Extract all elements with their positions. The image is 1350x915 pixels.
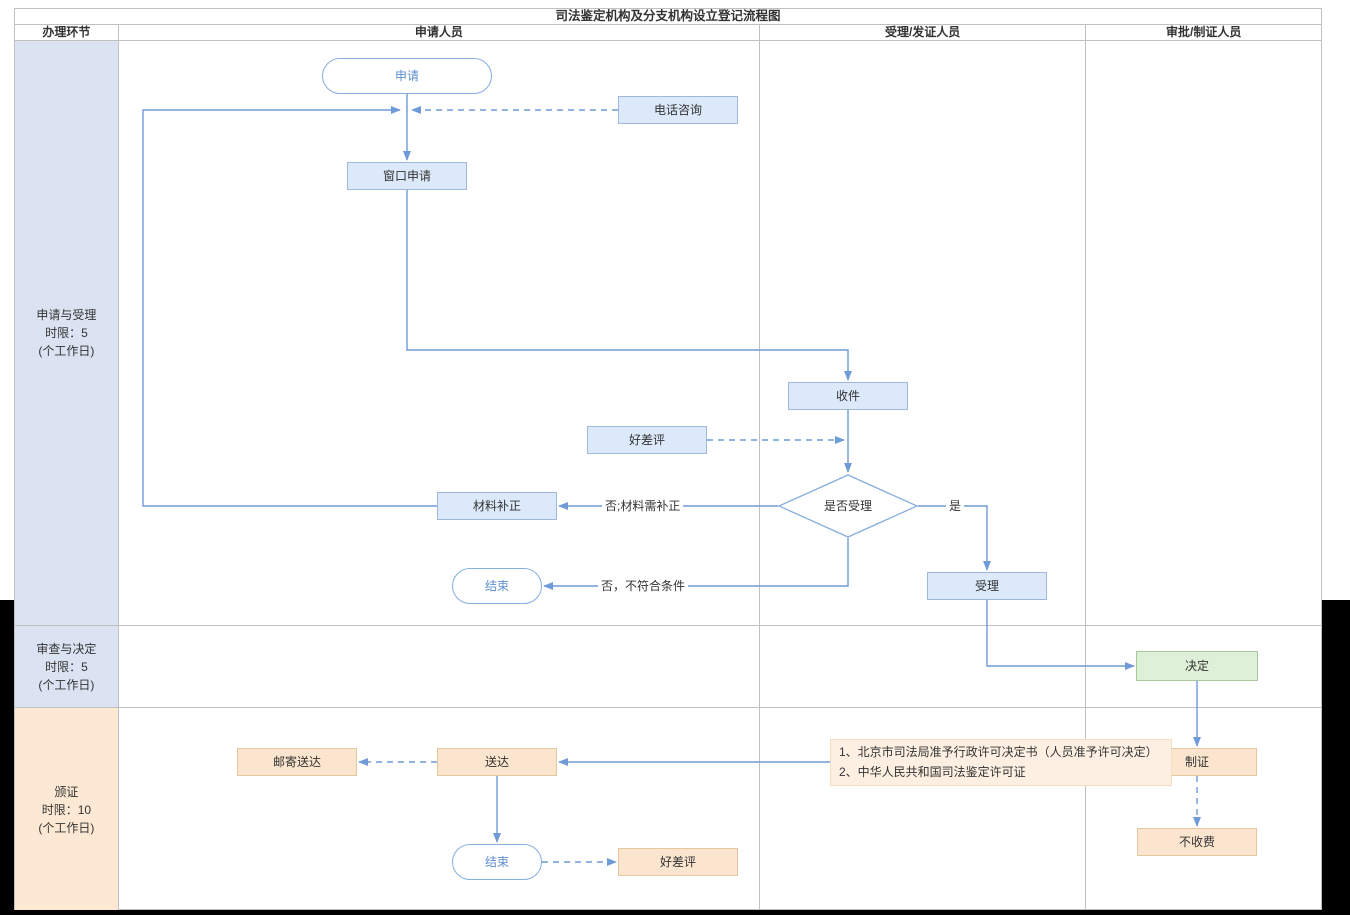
diamond-shape xyxy=(778,474,918,538)
lane-approval-row1 xyxy=(1086,41,1321,625)
flow-node-label: 受理 xyxy=(974,579,999,593)
lane-applicant-row3 xyxy=(119,708,760,911)
stage-row-apply-accept: 申请与受理 时限：5 (个工作日) xyxy=(15,41,1321,626)
lane-header-row: 办理环节 申请人员 受理/发证人员 审批/制证人员 xyxy=(15,25,1321,41)
header-stage-column: 办理环节 xyxy=(15,25,119,40)
lane-applicant-row2 xyxy=(119,626,760,707)
stage-label-line: 时限：5 xyxy=(45,326,88,340)
flow-node-rating-bottom: 好差评 xyxy=(618,848,738,876)
flow-node-end-second: 结束 xyxy=(452,844,542,880)
flow-node-end-first: 结束 xyxy=(452,568,542,604)
letterbox-left xyxy=(0,600,14,915)
flow-node-label: 材料补正 xyxy=(472,499,521,513)
stage-label-line: (个工作日) xyxy=(38,344,95,358)
stage-label-line: 时限：5 xyxy=(45,659,88,674)
flow-node-label: 制证 xyxy=(1184,755,1209,769)
certificate-documents-note: 1、北京市司法局准予行政许可决定书（人员准予许可决定） 2、中华人民共和国司法鉴… xyxy=(830,739,1172,786)
flow-node-label: 不收费 xyxy=(1178,835,1215,849)
flow-node-rating-top: 好差评 xyxy=(587,426,707,454)
flow-node-label: 收件 xyxy=(835,389,860,403)
lane-applicant-row1 xyxy=(119,41,760,625)
flow-node-label: 好差评 xyxy=(628,433,665,447)
flow-node-label: 好差评 xyxy=(659,855,696,869)
stage-label-line: 颁证 xyxy=(54,784,79,799)
edge-label-no-need-correction: 否;材料需补正 xyxy=(602,498,684,514)
lane-acceptance-row1 xyxy=(760,41,1087,625)
flow-node-label: 决定 xyxy=(1184,659,1209,673)
stage-cell-apply-accept: 申请与受理 时限：5 (个工作日) xyxy=(15,41,119,625)
letterbox-right xyxy=(1322,600,1350,915)
flow-node-phone-consult: 电话咨询 xyxy=(618,96,738,124)
stage-label-line: 时限：10 xyxy=(41,802,92,817)
flow-node-accept: 受理 xyxy=(927,572,1047,600)
edge-label-yes: 是 xyxy=(946,498,965,514)
certificate-doc-line: 2、中华人民共和国司法鉴定许可证 xyxy=(839,765,1026,779)
stage-label-line: (个工作日) xyxy=(38,677,95,692)
flow-node-label: 结束 xyxy=(484,855,509,869)
stage-row-review-decide: 审查与决定 时限：5 (个工作日) xyxy=(15,626,1321,708)
flow-node-label: 邮寄送达 xyxy=(272,755,321,769)
flow-node-label: 电话咨询 xyxy=(653,103,702,117)
flow-node-decide: 决定 xyxy=(1136,651,1258,681)
flow-node-material-correction: 材料补正 xyxy=(437,492,557,520)
flow-node-deliver: 送达 xyxy=(437,748,557,776)
certificate-doc-line: 1、北京市司法局准予行政许可决定书（人员准予许可决定） xyxy=(839,745,1158,759)
flow-node-label: 送达 xyxy=(484,755,509,769)
stage-cell-review-decide: 审查与决定 时限：5 (个工作日) xyxy=(15,626,119,707)
flow-node-apply: 申请 xyxy=(322,58,492,94)
lane-acceptance-row3 xyxy=(760,708,1087,911)
flow-node-window-apply: 窗口申请 xyxy=(347,162,467,190)
header-approval-column: 审批/制证人员 xyxy=(1166,25,1242,39)
flow-node-accept-decision: 是否受理 xyxy=(778,474,918,538)
stage-cell-certification: 颁证 时限：10 (个工作日) xyxy=(15,708,119,911)
stage-label-line: 审查与决定 xyxy=(36,641,97,656)
header-applicant-column: 申请人员 xyxy=(119,25,760,40)
lane-acceptance-row2 xyxy=(760,626,1087,707)
diagram-title: 司法鉴定机构及分支机构设立登记流程图 xyxy=(15,9,1321,25)
flow-node-no-fee: 不收费 xyxy=(1137,828,1257,856)
flow-node-mail-deliver: 邮寄送达 xyxy=(237,748,357,776)
stage-row-certification: 颁证 时限：10 (个工作日) xyxy=(15,708,1321,911)
flow-node-label: 是否受理 xyxy=(823,499,872,513)
flow-node-receive: 收件 xyxy=(788,382,908,410)
flow-node-label: 结束 xyxy=(484,579,509,593)
stage-label-line: 申请与受理 xyxy=(36,308,97,322)
flow-node-label: 申请 xyxy=(394,69,419,83)
edge-label-no-not-qualified: 否，不符合条件 xyxy=(598,578,689,594)
header-acceptance-column: 受理/发证人员 xyxy=(760,25,1087,40)
flow-node-label: 窗口申请 xyxy=(382,169,431,183)
letterbox-bottom xyxy=(0,910,1350,915)
stage-label-line: (个工作日) xyxy=(38,820,95,835)
